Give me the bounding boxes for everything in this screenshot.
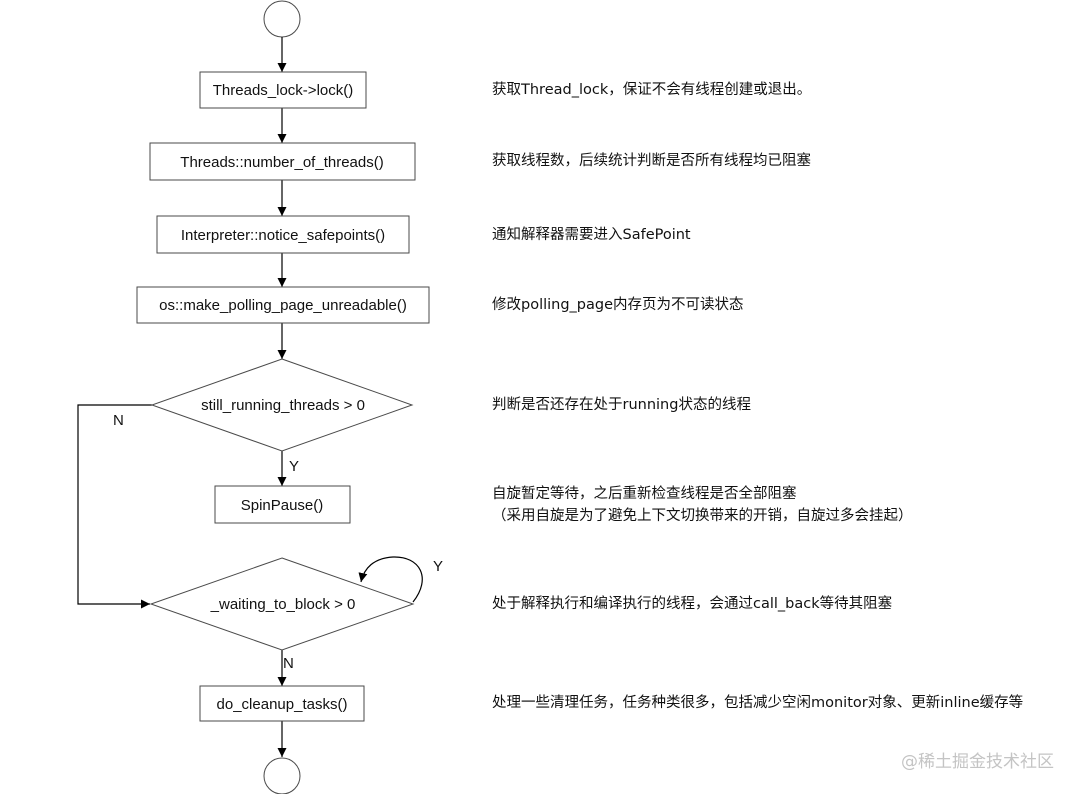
edge-waiting-loop xyxy=(358,556,423,603)
still-running-no-label: N xyxy=(113,412,124,429)
cleanup-label: do_cleanup_tasks() xyxy=(217,696,348,713)
notice-box xyxy=(156,215,410,254)
still-running-label: still_running_threads > 0 xyxy=(201,397,365,414)
spin-box xyxy=(214,485,351,524)
edge-still-running-no xyxy=(77,404,152,609)
waiting-yes-label: Y xyxy=(433,558,443,575)
polling-box xyxy=(136,286,430,324)
count-label: Threads::number_of_threads() xyxy=(180,154,383,171)
polling-label: os::make_polling_page_unreadable() xyxy=(159,297,407,314)
lock-box xyxy=(199,71,367,109)
count-box xyxy=(149,142,416,181)
watermark: @稀土掘金技术社区 xyxy=(901,752,1054,772)
waiting-decision xyxy=(149,557,415,651)
waiting-no-label: N xyxy=(283,655,294,672)
lock-label: Threads_lock->lock() xyxy=(213,82,353,99)
start-node xyxy=(263,0,301,38)
note-notice: 通知解释器需要进入SafePoint xyxy=(492,227,691,243)
spin-label: SpinPause() xyxy=(241,497,324,514)
note-still-running: 判断是否还存在处于running状态的线程 xyxy=(492,397,751,413)
still-running-yes-label: Y xyxy=(289,458,299,475)
note-waiting: 处于解释执行和编译执行的线程，会通过call_back等待其阻塞 xyxy=(492,596,893,612)
end-node xyxy=(263,757,301,794)
note-spin-line2: （采用自旋是为了避免上下文切换带来的开销，自旋过多会挂起） xyxy=(492,508,913,524)
note-polling: 修改polling_page内存页为不可读状态 xyxy=(492,297,744,313)
note-cleanup: 处理一些清理任务，任务种类很多，包括减少空闲monitor对象、更新inline… xyxy=(492,695,1024,711)
note-spin-line1: 自旋暂定等待，之后重新检查线程是否全部阻塞 xyxy=(492,486,797,502)
still-running-decision xyxy=(150,358,414,452)
notice-label: Interpreter::notice_safepoints() xyxy=(181,227,385,244)
note-count: 获取线程数，后续统计判断是否所有线程均已阻塞 xyxy=(492,153,811,169)
waiting-label: _waiting_to_block > 0 xyxy=(210,596,356,613)
note-lock: 获取Thread_lock，保证不会有线程创建或退出。 xyxy=(492,82,812,98)
cleanup-box xyxy=(199,685,365,722)
